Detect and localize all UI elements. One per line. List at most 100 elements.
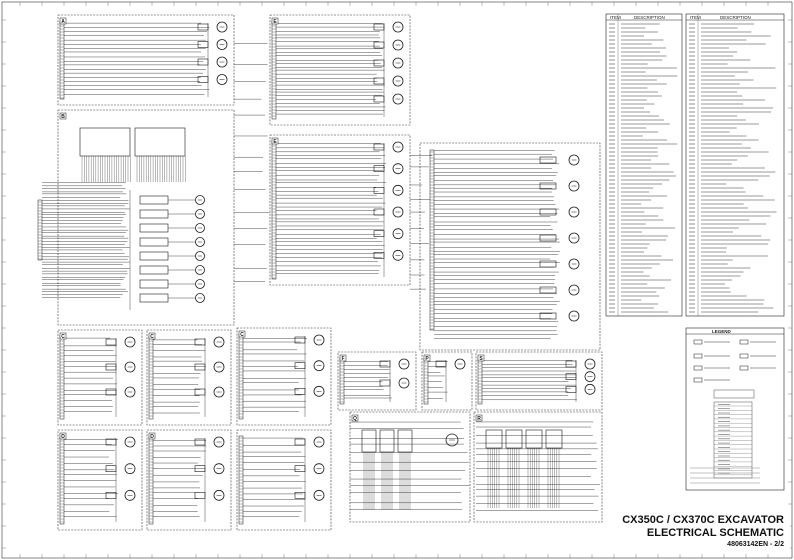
section-c1-frame bbox=[57, 329, 143, 426]
section-label-box bbox=[59, 112, 67, 120]
component-box bbox=[485, 429, 503, 449]
motor-symbol bbox=[313, 436, 325, 448]
section-r-frame bbox=[473, 411, 603, 523]
section-label: R bbox=[477, 416, 481, 422]
component-box bbox=[134, 127, 186, 157]
motor-symbol bbox=[124, 489, 136, 501]
section-label: S bbox=[479, 356, 483, 362]
section-label-box bbox=[271, 137, 279, 145]
section-label-box bbox=[271, 17, 279, 25]
component-box bbox=[105, 388, 117, 396]
component-box bbox=[139, 209, 169, 219]
motor-symbol bbox=[213, 489, 225, 501]
section-label: A bbox=[61, 19, 65, 25]
component-box bbox=[194, 438, 206, 446]
component-box bbox=[139, 223, 169, 233]
component-box bbox=[539, 182, 557, 190]
parts-list-table bbox=[605, 13, 785, 317]
connector-strip bbox=[429, 149, 435, 331]
section-label-box bbox=[475, 414, 483, 422]
component-box bbox=[79, 127, 131, 157]
component-box bbox=[539, 312, 557, 320]
legend-symbol bbox=[739, 353, 749, 359]
component-box bbox=[294, 362, 306, 369]
section-c2-frame bbox=[146, 329, 232, 426]
section-label: Q bbox=[353, 416, 357, 422]
section-label-box bbox=[59, 332, 67, 340]
component-box bbox=[105, 338, 117, 346]
component-box bbox=[361, 429, 377, 453]
component-box bbox=[197, 58, 209, 66]
component-box bbox=[539, 260, 557, 268]
motor-symbol bbox=[124, 336, 136, 348]
component-box bbox=[373, 187, 385, 194]
section-e-top-frame bbox=[269, 14, 411, 126]
section-p-frame bbox=[421, 351, 473, 411]
legend-symbol bbox=[739, 365, 749, 371]
component-box bbox=[379, 379, 391, 387]
section-label: E bbox=[273, 139, 277, 145]
motor-symbol bbox=[313, 385, 325, 397]
component-box bbox=[197, 23, 209, 31]
motor-symbol bbox=[398, 358, 410, 370]
connector-strip bbox=[271, 20, 277, 120]
section-label-box bbox=[423, 354, 431, 362]
component-box bbox=[194, 388, 206, 396]
motor-symbol bbox=[568, 154, 580, 166]
section-c3-frame bbox=[236, 327, 332, 426]
component-box bbox=[194, 492, 206, 499]
motor-symbol bbox=[124, 386, 136, 398]
component-box bbox=[373, 95, 385, 103]
parts-col-item-1: ITEM bbox=[610, 15, 621, 20]
section-label: P bbox=[425, 356, 429, 362]
component-box bbox=[373, 230, 385, 237]
connector-strip bbox=[238, 333, 244, 420]
motor-symbol bbox=[213, 386, 225, 398]
motor-symbol bbox=[568, 232, 580, 244]
component-box bbox=[373, 77, 385, 85]
section-e-mid-frame bbox=[269, 134, 411, 286]
section-label: D bbox=[150, 434, 154, 440]
component-box bbox=[525, 429, 543, 449]
component-box bbox=[194, 363, 206, 371]
motor-symbol bbox=[216, 56, 228, 68]
section-label: C bbox=[61, 334, 65, 340]
motor-symbol bbox=[195, 209, 205, 219]
component-box bbox=[139, 237, 169, 247]
component-box bbox=[373, 208, 385, 216]
motor-symbol bbox=[313, 360, 325, 372]
motor-symbol bbox=[398, 377, 410, 389]
component-box bbox=[294, 388, 306, 395]
component-box bbox=[294, 465, 306, 472]
motor-symbol bbox=[195, 279, 205, 289]
motor-symbol bbox=[392, 184, 404, 196]
motor-symbol bbox=[216, 21, 228, 33]
component-box bbox=[539, 156, 557, 164]
motor-symbol bbox=[392, 75, 404, 87]
motor-symbol bbox=[313, 489, 325, 501]
legend-box bbox=[685, 327, 785, 491]
section-frames bbox=[57, 14, 603, 531]
section-d2-frame bbox=[146, 429, 232, 531]
component-box bbox=[373, 143, 385, 151]
component-box bbox=[545, 429, 563, 449]
legend-symbol bbox=[739, 339, 749, 345]
section-label: C bbox=[150, 334, 154, 340]
motor-symbol bbox=[124, 361, 136, 373]
connector-strip bbox=[59, 20, 65, 100]
section-label: E bbox=[273, 19, 277, 25]
component-box bbox=[373, 41, 385, 49]
component-box bbox=[194, 465, 206, 472]
component-box bbox=[105, 438, 117, 446]
component-box bbox=[105, 363, 117, 371]
motor-symbol bbox=[584, 371, 596, 383]
motor-symbol bbox=[195, 237, 205, 247]
motor-symbol bbox=[568, 284, 580, 296]
component-box bbox=[505, 429, 523, 449]
title-model: CX350C / CX370C EXCAVATOR bbox=[622, 514, 784, 526]
motor-symbol bbox=[392, 141, 404, 153]
component-box bbox=[539, 208, 557, 216]
motor-symbol bbox=[392, 39, 404, 51]
